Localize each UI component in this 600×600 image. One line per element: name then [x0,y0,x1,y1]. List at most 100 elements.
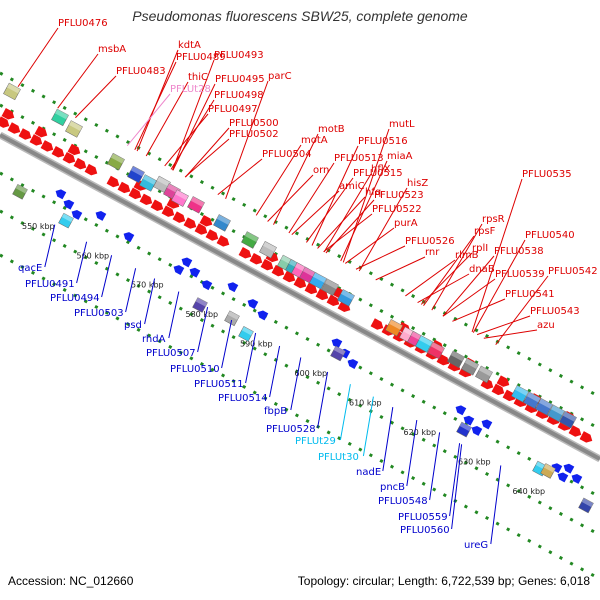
gene-label: PFLU0541 [505,289,555,300]
gene-label: PFLU0535 [522,169,572,180]
label-connector-line [288,162,335,234]
forward-gene-arrow [7,122,21,134]
forward-gene-arrow [40,140,54,152]
gene-label: PFLU0495 [215,74,265,85]
gene-feature-box [171,189,189,207]
label-connector-line [472,239,526,333]
gene-feature-box [523,391,541,409]
reverse-gene-arrow [71,210,83,220]
reverse-gene-arrow [455,405,467,416]
gene-label: PFLU0503 [74,308,124,319]
label-connector-line [273,133,319,225]
gene-label: PFLU0483 [116,66,166,77]
gene-label: PFLU0560 [400,525,450,536]
gene-label: rpsR [482,214,505,225]
gene-label: rlmB [455,250,479,261]
feature-layer [0,82,594,514]
gene-label: nadE [356,467,381,478]
gene-label: rnr [425,247,440,258]
forward-gene-arrow [51,146,65,158]
gene-label: PFLU0523 [374,190,424,201]
reverse-gene-arrow [63,199,75,210]
label-connector-line [442,255,495,317]
label-connector-line [429,432,441,501]
label-connector-line [449,443,461,517]
tick-guide-line [0,171,600,499]
gene-feature-box [385,319,403,337]
forward-gene-arrow [502,389,516,402]
gene-label: psd [124,320,142,331]
label-connector-line [164,113,209,167]
label-connector-line [225,80,269,199]
kbp-tick-label: 560 kbp [77,251,110,260]
label-connector-line [172,59,215,171]
reverse-gene-arrow [173,265,185,276]
kbp-tick-label: 640 kbp [513,487,546,496]
gene-label: PFLU0502 [229,129,279,140]
gene-label: PFLU0511 [194,379,244,390]
label-connector-line [417,273,470,303]
gene-feature-box [187,196,205,214]
label-connector-line [375,256,426,281]
gene-label: PFLU0491 [25,279,75,290]
gene-label: PFLUt29 [295,436,336,447]
forward-gene-arrow [29,134,43,146]
gene-feature-box [535,398,553,416]
gene-feature-box [578,497,594,514]
gene-feature-box [12,184,28,200]
kbp-tick-label: 590 kbp [240,340,273,349]
gene-label: PFLU0494 [50,293,100,304]
gene-label: PFLU0540 [525,230,575,241]
label-connector-line [317,371,329,429]
label-connector-line [495,275,549,345]
forward-gene-arrow [150,199,164,211]
gene-feature-box [456,421,472,438]
forward-gene-arrow [249,252,263,265]
label-connector-line [451,444,463,530]
label-connector-line [290,357,302,411]
reverse-gene-arrow [55,189,67,200]
gene-label: PFLU0514 [218,393,268,404]
label-connector-line [342,128,390,263]
label-connector-line [358,187,408,272]
gene-feature-box [447,350,465,368]
forward-gene-arrow [106,175,120,188]
reverse-gene-arrow [189,267,201,278]
gene-label: PFLU0543 [530,306,580,317]
label-connector-line [125,268,137,313]
gene-label: purA [394,218,418,229]
label-connector-line [339,384,351,441]
label-connector-line [362,396,374,457]
forward-gene-arrow [491,383,505,396]
label-connector-line [184,138,230,178]
gene-feature-box [415,335,433,353]
label-connector-line [269,345,281,398]
forward-gene-arrow [568,425,582,437]
label-connector-line [255,144,302,216]
gene-feature-box [51,108,69,127]
gene-label: thiC [188,72,208,83]
forward-gene-arrow [84,163,98,176]
forward-gene-arrow [194,223,208,235]
gene-feature-box [547,404,565,422]
gene-label: rpsF [474,226,496,237]
gene-label: parC [268,71,292,82]
gene-feature-box [213,214,231,232]
reverse-gene-arrow [201,280,213,291]
gene-label: PFLU0507 [146,348,196,359]
forward-gene-arrow [172,211,186,223]
gene-feature-box [192,297,208,313]
gene-label: PFLU0476 [58,18,108,29]
forward-gene-arrow [1,108,15,120]
forward-gene-arrow [260,258,274,271]
gene-label: hflX [371,164,391,175]
gene-feature-box [65,120,83,138]
gene-label: msbA [98,44,126,55]
label-connector-line [355,245,406,270]
gene-feature-box [241,231,259,249]
gene-label: PFLU0513 [334,153,384,164]
label-connector-line [406,419,418,487]
gene-feature-box [475,365,493,384]
reverse-gene-arrow [463,415,475,426]
